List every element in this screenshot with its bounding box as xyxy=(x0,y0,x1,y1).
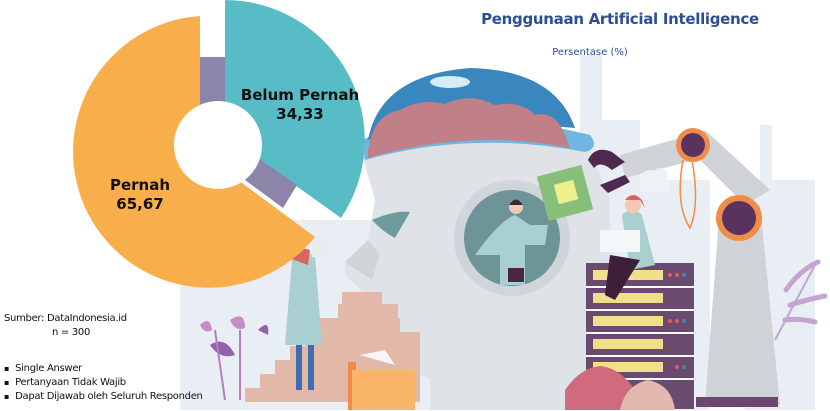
bush xyxy=(565,366,675,410)
inner-ring xyxy=(200,57,297,208)
chart-subtitle: Persentase (%) xyxy=(552,47,628,58)
notes-list: Single Answer Pertanyaan Tidak Wajib Dap… xyxy=(4,362,203,404)
slice-belum-pernah xyxy=(225,0,365,218)
donut-chart xyxy=(73,0,365,288)
label-name: Belum Pernah xyxy=(240,86,360,104)
source-block: Sumber: DataIndonesia.id n = 300 xyxy=(4,312,127,340)
sample-size: n = 300 xyxy=(52,327,91,338)
note-item: Dapat Dijawab oleh Seluruh Responden xyxy=(4,390,203,404)
cloud xyxy=(640,168,670,192)
label-value: 65,67 xyxy=(116,195,164,213)
folder xyxy=(348,350,415,410)
data-label-pernah: Pernah 65,67 xyxy=(85,176,195,214)
woman-with-clipboard xyxy=(285,235,330,390)
chip xyxy=(536,164,594,222)
woman-with-laptop xyxy=(600,195,655,300)
plants xyxy=(200,259,828,401)
note-item: Single Answer xyxy=(4,362,203,376)
robot-arm xyxy=(588,128,780,407)
label-name: Pernah xyxy=(109,176,171,194)
data-label-belum-pernah: Belum Pernah 34,33 xyxy=(232,86,368,124)
note-item: Pertanyaan Tidak Wajib xyxy=(4,376,203,390)
label-value: 34,33 xyxy=(276,105,324,123)
donut-hole xyxy=(174,101,262,189)
chart-title: Penggunaan Artificial Intelligence xyxy=(481,10,759,28)
source-text: Sumber: DataIndonesia.id xyxy=(4,313,127,324)
